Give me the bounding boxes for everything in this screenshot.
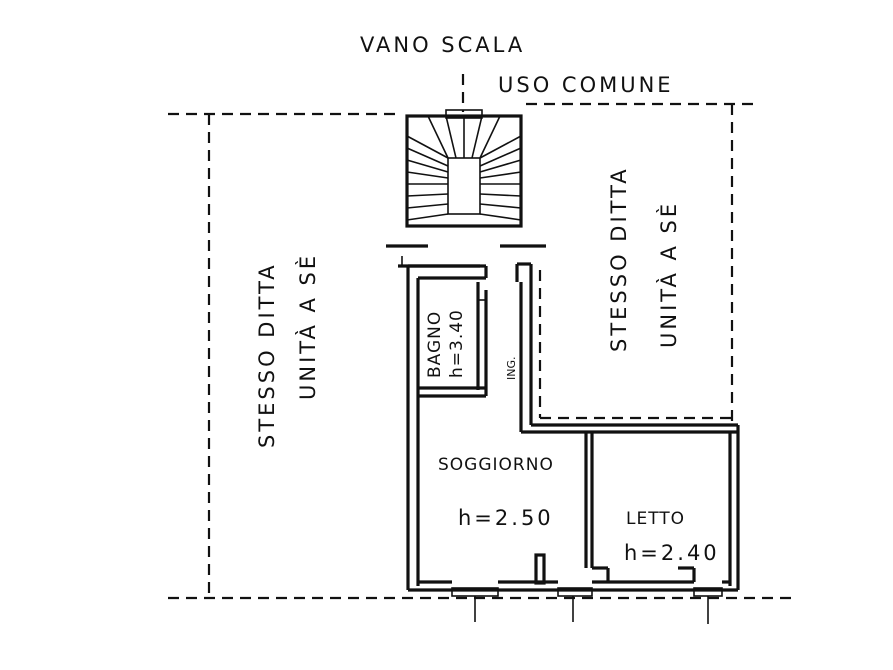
staircase (405, 109, 523, 228)
stair-title: VANO SCALA (360, 33, 525, 57)
entrance-label: ING. (505, 357, 518, 381)
bathroom-name: BAGNO (425, 311, 445, 378)
bathroom-height: h=3.40 (447, 309, 467, 378)
right-unit-line2: UNITÀ A SÈ (656, 201, 681, 348)
stair-well (447, 157, 481, 215)
right-unit-line1: STESSO DITTA (607, 166, 631, 352)
living-name: SOGGIORNO (438, 455, 554, 475)
stair-top-landing (427, 109, 501, 159)
stair-right-flight (479, 135, 522, 221)
boundary-lines (168, 74, 795, 600)
pier (534, 553, 546, 585)
left-unit-line1: STESSO DITTA (255, 262, 279, 448)
living-height: h=2.50 (458, 506, 554, 530)
left-unit-line2: UNITÀ A SÈ (295, 253, 320, 400)
bedroom-height: h=2.40 (624, 541, 720, 565)
stair-left-flight (406, 135, 449, 221)
bedroom-name: LETTO (626, 509, 685, 529)
window-living-right (557, 587, 593, 597)
windows (451, 587, 723, 624)
apartment-walls (406, 262, 740, 592)
stair-subtitle: USO COMUNE (498, 73, 674, 97)
